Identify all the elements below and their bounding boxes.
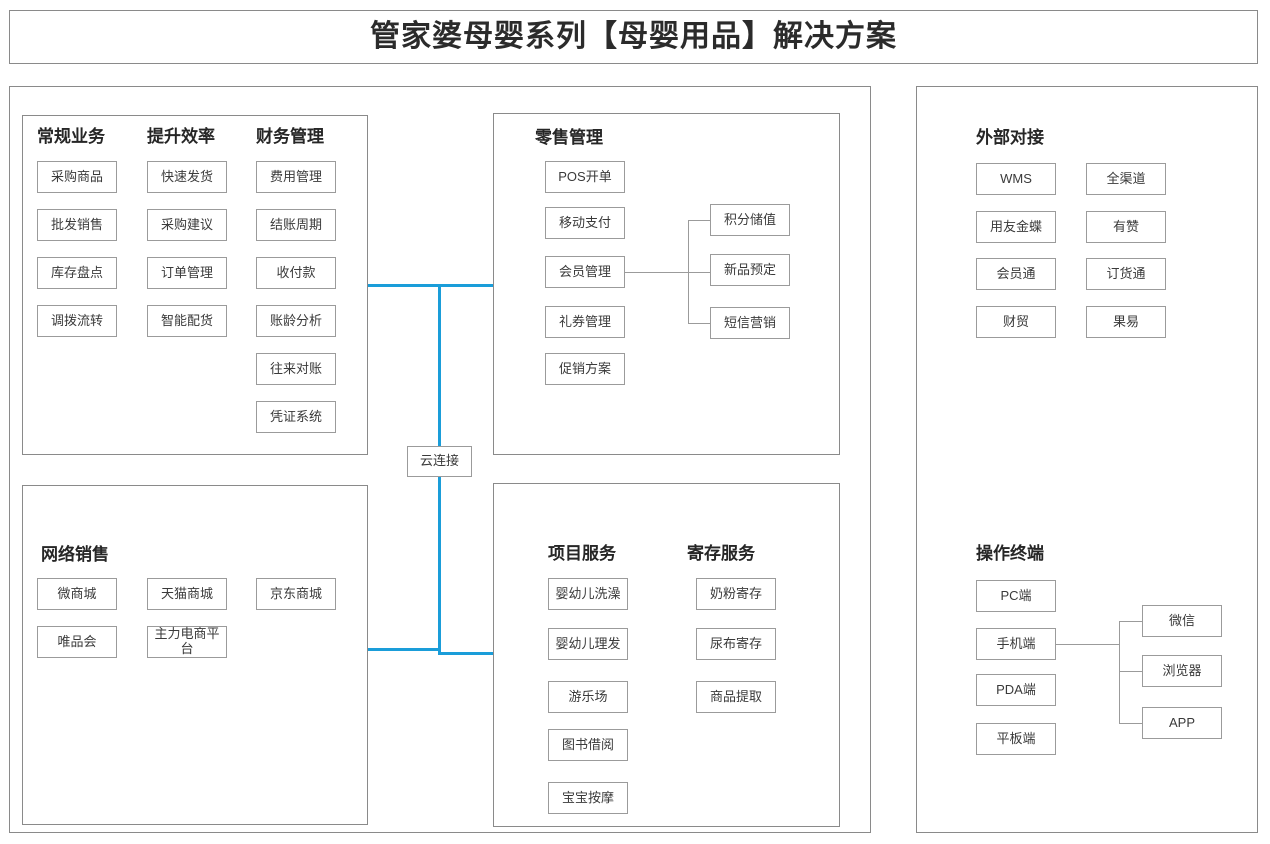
terminal-branch-node-2[interactable]: APP bbox=[1142, 707, 1222, 739]
retail-node-2[interactable]: 会员管理 bbox=[545, 256, 625, 288]
core-node-0-3[interactable]: 调拨流转 bbox=[37, 305, 117, 337]
core-column-heading-0: 常规业务 bbox=[37, 127, 105, 146]
storage-node-0[interactable]: 奶粉寄存 bbox=[696, 578, 776, 610]
core-node-2-1[interactable]: 结账周期 bbox=[256, 209, 336, 241]
connector-line-top-horizontal bbox=[368, 284, 494, 287]
storage-node-2[interactable]: 商品提取 bbox=[696, 681, 776, 713]
storage-node-1[interactable]: 尿布寄存 bbox=[696, 628, 776, 660]
core-node-0-1[interactable]: 批发销售 bbox=[37, 209, 117, 241]
connector-line-lower-vertical bbox=[438, 477, 441, 652]
terminal-branch-node-0[interactable]: 微信 bbox=[1142, 605, 1222, 637]
online-node-r1-1[interactable]: 天猫商城 bbox=[147, 578, 227, 610]
title-bar: 管家婆母婴系列【母婴用品】解决方案 bbox=[9, 10, 1258, 64]
terminal-heading: 操作终端 bbox=[976, 544, 1044, 563]
retail-node-1[interactable]: 移动支付 bbox=[545, 207, 625, 239]
terminal-branch-stub-1 bbox=[1119, 671, 1142, 672]
storage-service-heading: 寄存服务 bbox=[687, 544, 755, 563]
core-column-heading-1: 提升效率 bbox=[147, 127, 215, 146]
online-node-r2-0[interactable]: 唯品会 bbox=[37, 626, 117, 658]
external-node-c2-3[interactable]: 果易 bbox=[1086, 306, 1166, 338]
core-node-2-3[interactable]: 账龄分析 bbox=[256, 305, 336, 337]
terminal-branch-spine bbox=[1119, 621, 1120, 724]
external-node-c2-1[interactable]: 有赞 bbox=[1086, 211, 1166, 243]
terminal-node-0[interactable]: PC端 bbox=[976, 580, 1056, 612]
external-node-c1-3[interactable]: 财贸 bbox=[976, 306, 1056, 338]
core-column-heading-2: 财务管理 bbox=[256, 127, 324, 146]
external-heading: 外部对接 bbox=[976, 128, 1044, 147]
terminal-branch-stub-2 bbox=[1119, 723, 1142, 724]
online-node-r2-1[interactable]: 主力电商平台 bbox=[147, 626, 227, 658]
cloud-connect-node[interactable]: 云连接 bbox=[407, 446, 472, 477]
retail-node-3[interactable]: 礼券管理 bbox=[545, 306, 625, 338]
project-node-2[interactable]: 游乐场 bbox=[548, 681, 628, 713]
online-heading: 网络销售 bbox=[41, 545, 109, 564]
connector-line-bottom-left bbox=[368, 648, 441, 651]
retail-branch-stub-0 bbox=[688, 220, 710, 221]
core-node-0-2[interactable]: 库存盘点 bbox=[37, 257, 117, 289]
core-node-0-0[interactable]: 采购商品 bbox=[37, 161, 117, 193]
services-panel bbox=[493, 483, 840, 827]
retail-node-0[interactable]: POS开单 bbox=[545, 161, 625, 193]
core-node-2-5[interactable]: 凭证系统 bbox=[256, 401, 336, 433]
external-node-c1-1[interactable]: 用友金蝶 bbox=[976, 211, 1056, 243]
retail-node-4[interactable]: 促销方案 bbox=[545, 353, 625, 385]
core-node-2-2[interactable]: 收付款 bbox=[256, 257, 336, 289]
core-node-1-1[interactable]: 采购建议 bbox=[147, 209, 227, 241]
terminal-node-1[interactable]: 手机端 bbox=[976, 628, 1056, 660]
left-group-container bbox=[9, 86, 871, 833]
online-node-r1-0[interactable]: 微商城 bbox=[37, 578, 117, 610]
project-node-3[interactable]: 图书借阅 bbox=[548, 729, 628, 761]
page-title: 管家婆母婴系列【母婴用品】解决方案 bbox=[370, 20, 897, 53]
retail-heading: 零售管理 bbox=[535, 128, 603, 147]
retail-branch-node-0[interactable]: 积分储值 bbox=[710, 204, 790, 236]
core-node-2-0[interactable]: 费用管理 bbox=[256, 161, 336, 193]
project-node-0[interactable]: 婴幼儿洗澡 bbox=[548, 578, 628, 610]
project-node-4[interactable]: 宝宝按摩 bbox=[548, 782, 628, 814]
project-service-heading: 项目服务 bbox=[548, 544, 616, 563]
terminal-branch-stub-0 bbox=[1119, 621, 1142, 622]
terminal-branch-trunk bbox=[1056, 644, 1120, 645]
retail-branch-trunk bbox=[625, 272, 689, 273]
core-node-1-0[interactable]: 快速发货 bbox=[147, 161, 227, 193]
external-node-c1-2[interactable]: 会员通 bbox=[976, 258, 1056, 290]
right-group-container bbox=[916, 86, 1258, 833]
retail-branch-stub-2 bbox=[688, 323, 710, 324]
external-node-c2-0[interactable]: 全渠道 bbox=[1086, 163, 1166, 195]
core-node-1-3[interactable]: 智能配货 bbox=[147, 305, 227, 337]
external-node-c2-2[interactable]: 订货通 bbox=[1086, 258, 1166, 290]
terminal-branch-node-1[interactable]: 浏览器 bbox=[1142, 655, 1222, 687]
core-node-2-4[interactable]: 往来对账 bbox=[256, 353, 336, 385]
terminal-node-2[interactable]: PDA端 bbox=[976, 674, 1056, 706]
retail-branch-stub-1 bbox=[688, 272, 710, 273]
connector-line-upper-vertical bbox=[438, 284, 441, 447]
external-node-c1-0[interactable]: WMS bbox=[976, 163, 1056, 195]
terminal-node-3[interactable]: 平板端 bbox=[976, 723, 1056, 755]
core-node-1-2[interactable]: 订单管理 bbox=[147, 257, 227, 289]
online-node-r1-2[interactable]: 京东商城 bbox=[256, 578, 336, 610]
retail-branch-node-1[interactable]: 新品预定 bbox=[710, 254, 790, 286]
project-node-1[interactable]: 婴幼儿理发 bbox=[548, 628, 628, 660]
connector-line-bottom-right bbox=[438, 652, 494, 655]
retail-branch-node-2[interactable]: 短信营销 bbox=[710, 307, 790, 339]
